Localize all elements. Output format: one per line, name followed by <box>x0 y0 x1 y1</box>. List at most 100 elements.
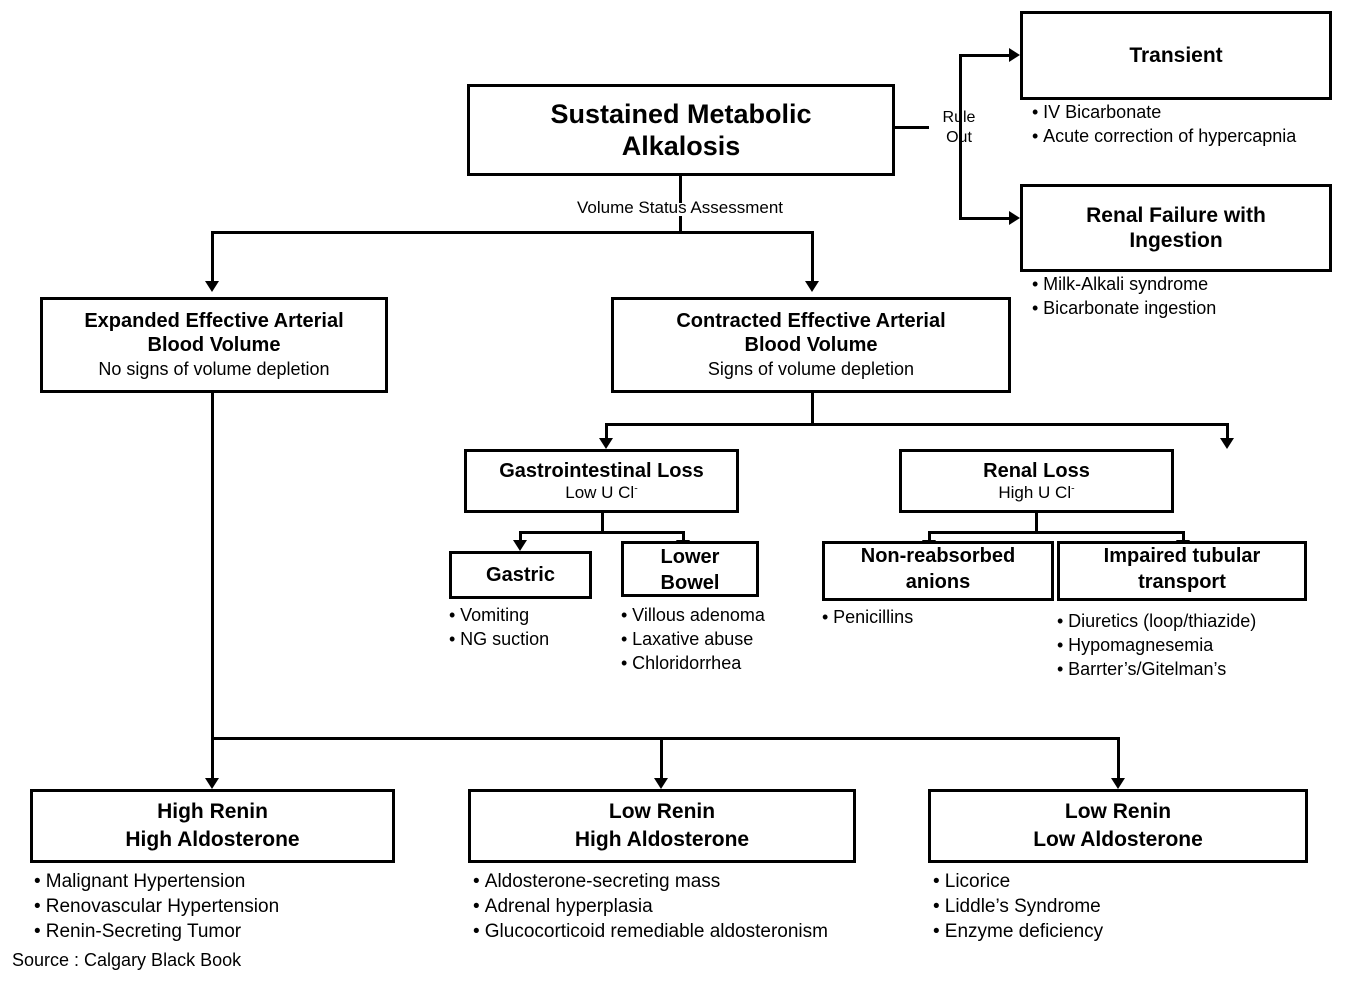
node-gastric[interactable]: Gastric <box>449 551 592 599</box>
node-high-renin-high-aldosterone[interactable]: High Renin High Aldosterone <box>30 789 395 863</box>
list-item: Penicillins <box>822 606 913 630</box>
list-item: Villous adenoma <box>621 604 765 628</box>
node-title: Transient <box>1129 43 1223 67</box>
connector-root-down-lower <box>679 216 682 234</box>
bullets-impaired-tubular-transport: Diuretics (loop/thiazide) Hypomagnesemia… <box>1057 610 1256 681</box>
list-item: Glucocorticoid remediable aldosteronism <box>473 919 828 944</box>
connector-volume-split-bar <box>211 231 814 234</box>
node-sustained-metabolic-alkalosis[interactable]: Sustained Metabolic Alkalosis <box>467 84 895 176</box>
node-title: Renal Failure with Ingestion <box>1086 203 1266 252</box>
node-title: Sustained Metabolic Alkalosis <box>550 98 812 161</box>
node-title: Non-reabsorbed anions <box>860 545 1016 593</box>
connector-root-to-ruleout <box>895 126 929 129</box>
bullets-gastric: Vomiting NG suction <box>449 604 549 652</box>
list-item: Aldosterone-secreting mass <box>473 869 828 894</box>
node-title: Contracted Effective Arterial Blood Volu… <box>676 310 946 357</box>
arrow-to-contracted-eabv <box>805 281 819 292</box>
connector-gi-split-bar <box>519 531 685 534</box>
bullets-non-reabsorbed-anions: Penicillins <box>822 606 913 630</box>
node-impaired-tubular-transport[interactable]: Impaired tubular transport <box>1057 541 1307 601</box>
connector-root-down-upper <box>679 175 682 203</box>
list-item: NG suction <box>449 628 549 652</box>
arrow-to-high-renin-high-aldo <box>205 778 219 789</box>
arrow-to-renal-loss <box>1220 438 1234 449</box>
connector-drop-renal <box>1226 423 1229 441</box>
node-subtitle-text: High U Cl <box>998 482 1072 502</box>
node-title: Gastric <box>486 564 555 586</box>
node-contracted-effective-arterial-blood-volume[interactable]: Contracted Effective Arterial Blood Volu… <box>611 297 1011 393</box>
node-gastrointestinal-loss[interactable]: Gastrointestinal Loss Low U Cl- <box>464 449 739 513</box>
list-item: Renin-Secreting Tumor <box>34 919 279 944</box>
node-renal-loss[interactable]: Renal Loss High U Cl- <box>899 449 1174 513</box>
node-subtitle-text: Low U Cl <box>565 482 635 502</box>
connector-drop-gastric <box>519 531 522 543</box>
connector-ruleout-spine <box>959 54 962 220</box>
list-item: Licorice <box>933 869 1103 894</box>
connector-drop-high-renin <box>211 737 214 780</box>
connector-renal-down <box>1035 512 1038 534</box>
node-subtitle: Signs of volume depletion <box>707 359 915 380</box>
connector-drop-expanded <box>211 231 214 283</box>
node-low-renin-low-aldosterone[interactable]: Low Renin Low Aldosterone <box>928 789 1308 863</box>
list-item: Milk-Alkali syndrome <box>1032 273 1216 297</box>
bullets-high-renin-high-aldosterone: Malignant Hypertension Renovascular Hype… <box>34 869 279 944</box>
node-lower-bowel[interactable]: Lower Bowel <box>621 541 759 597</box>
list-item: Barrter’s/Gitelman’s <box>1057 658 1256 682</box>
list-item: Malignant Hypertension <box>34 869 279 894</box>
arrow-to-low-renin-high-aldo <box>654 778 668 789</box>
connector-drop-anions <box>928 531 931 543</box>
list-item: Acute correction of hypercapnia <box>1032 125 1296 149</box>
list-item: IV Bicarbonate <box>1032 101 1296 125</box>
list-item: Bicarbonate ingestion <box>1032 297 1216 321</box>
arrow-to-transient <box>1009 48 1020 62</box>
node-subtitle: No signs of volume depletion <box>98 359 330 380</box>
list-item: Enzyme deficiency <box>933 919 1103 944</box>
node-title: Renal Loss <box>983 459 1090 482</box>
node-renal-failure-with-ingestion[interactable]: Renal Failure with Ingestion <box>1020 184 1332 272</box>
connector-drop-tubular <box>1182 531 1185 543</box>
node-non-reabsorbed-anions[interactable]: Non-reabsorbed anions <box>822 541 1054 601</box>
list-item: Renovascular Hypertension <box>34 894 279 919</box>
node-title: Lower Bowel <box>660 546 720 594</box>
connector-gi-renal-split-bar <box>605 423 1229 426</box>
arrow-to-gastric <box>513 540 527 551</box>
bullets-renal-failure-with-ingestion: Milk-Alkali syndrome Bicarbonate ingesti… <box>1032 273 1216 321</box>
node-title: Gastrointestinal Loss <box>499 459 704 482</box>
list-item: Diuretics (loop/thiazide) <box>1057 610 1256 634</box>
list-item: Adrenal hyperplasia <box>473 894 828 919</box>
source-credit: Source : Calgary Black Book <box>12 950 242 970</box>
connector-renal-split-bar <box>928 531 1185 534</box>
connector-drop-low-renin-high-aldo <box>660 737 663 780</box>
node-transient[interactable]: Transient <box>1020 11 1332 100</box>
node-subtitle: High U Cl- <box>998 483 1074 503</box>
bullets-transient: IV Bicarbonate Acute correction of hyper… <box>1032 101 1296 149</box>
connector-drop-gi <box>605 423 608 441</box>
bullets-low-renin-low-aldosterone: Licorice Liddle’s Syndrome Enzyme defici… <box>933 869 1103 944</box>
node-title: Expanded Effective Arterial Blood Volume <box>84 310 344 357</box>
connector-gi-down <box>601 512 604 534</box>
edge-label-rule-out: Rule Out <box>942 109 976 146</box>
connector-drop-contracted <box>811 231 814 283</box>
connector-ruleout-to-transient <box>959 54 1011 57</box>
connector-bottom-split-bar <box>211 737 1120 740</box>
list-item: Liddle’s Syndrome <box>933 894 1103 919</box>
connector-drop-low-renin-low-aldo <box>1117 737 1120 780</box>
list-item: Laxative abuse <box>621 628 765 652</box>
arrow-to-gi-loss <box>599 438 613 449</box>
arrow-to-low-renin-low-aldo <box>1111 778 1125 789</box>
bullets-low-renin-high-aldosterone: Aldosterone-secreting mass Adrenal hyper… <box>473 869 828 944</box>
connector-ruleout-to-renal-failure <box>959 217 1011 220</box>
connector-drop-lower-bowel <box>682 531 685 543</box>
node-title: Impaired tubular transport <box>1103 545 1261 593</box>
node-title: High Renin High Aldosterone <box>125 800 300 851</box>
node-title: Low Renin High Aldosterone <box>574 800 750 851</box>
node-expanded-effective-arterial-blood-volume[interactable]: Expanded Effective Arterial Blood Volume… <box>40 297 388 393</box>
node-low-renin-high-aldosterone[interactable]: Low Renin High Aldosterone <box>468 789 856 863</box>
arrow-to-expanded-eabv <box>205 281 219 292</box>
node-title: Low Renin Low Aldosterone <box>1033 800 1203 851</box>
arrow-to-renal-failure <box>1009 211 1020 225</box>
bullets-lower-bowel: Villous adenoma Laxative abuse Chloridor… <box>621 604 765 675</box>
list-item: Vomiting <box>449 604 549 628</box>
list-item: Hypomagnesemia <box>1057 634 1256 658</box>
node-subtitle: Low U Cl- <box>565 483 637 503</box>
